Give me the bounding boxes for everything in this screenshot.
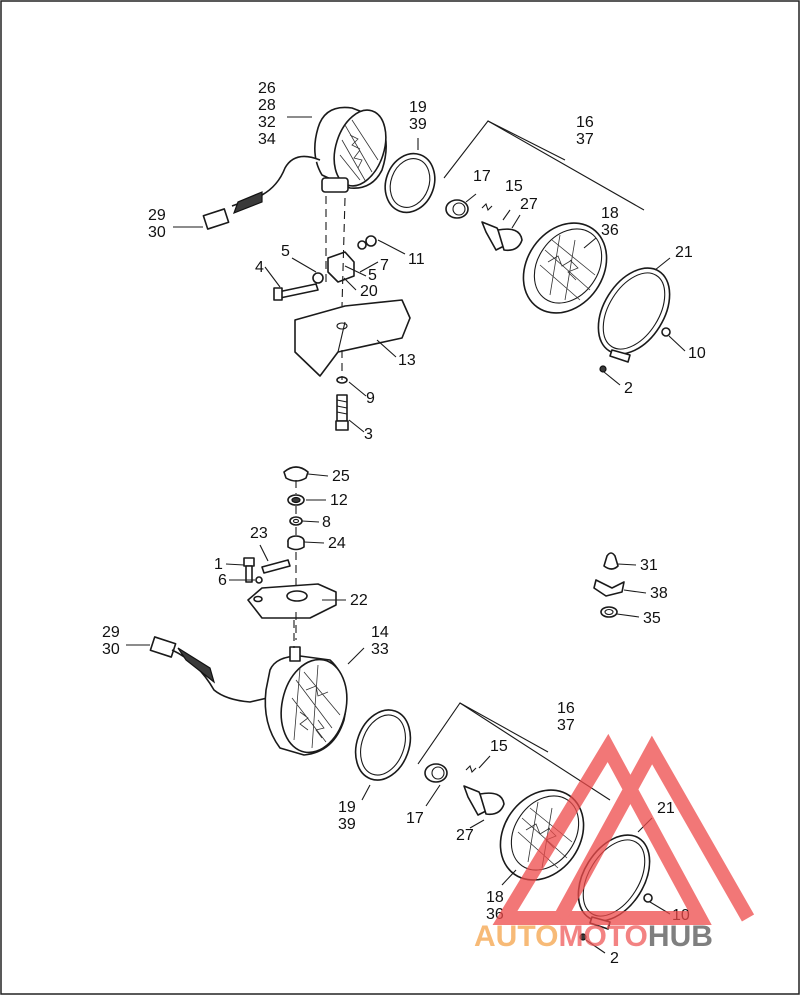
- callout-22: 22: [350, 592, 368, 609]
- callout-27-lower: 27: [456, 827, 474, 844]
- callout-13: 13: [398, 352, 416, 369]
- mount-stack-parts: [243, 466, 309, 584]
- callout-14: 14: [371, 624, 389, 641]
- callout-35: 35: [643, 610, 661, 627]
- callout-30-lower: 30: [102, 641, 120, 658]
- lower-socket: [424, 763, 448, 783]
- callout-5-right: 5: [368, 267, 377, 284]
- upper-bulb: [481, 202, 523, 252]
- middle-leader-lines: [225, 473, 647, 618]
- callout-26: 26: [258, 80, 276, 97]
- callout-34: 34: [258, 131, 276, 148]
- upper-leader-lines: [173, 116, 686, 433]
- callout-21-lower: 21: [657, 800, 675, 817]
- callout-2-lower: 2: [610, 950, 619, 967]
- callout-28: 28: [258, 97, 276, 114]
- lower-wiring-harness: [149, 636, 277, 703]
- callout-7: 7: [380, 257, 389, 274]
- callout-18-lower: 18: [486, 889, 504, 906]
- callout-11: 11: [408, 251, 425, 268]
- callout-3: 3: [364, 426, 373, 443]
- mount-pad: [247, 583, 337, 619]
- callout-15-lower: 15: [490, 738, 508, 755]
- callout-39-lower: 39: [338, 816, 356, 833]
- upper-small-hardware: [273, 235, 671, 373]
- callout-24: 24: [328, 535, 346, 552]
- callout-30-upper: 30: [148, 224, 166, 241]
- callout-18-upper: 18: [601, 205, 619, 222]
- callout-1: 1: [214, 556, 223, 573]
- callout-16-lower: 16: [557, 700, 575, 717]
- callout-21-upper: 21: [675, 244, 693, 261]
- callout-5-left: 5: [281, 243, 290, 260]
- upper-retaining-ring: [597, 267, 671, 363]
- upper-wiring-harness: [202, 155, 321, 230]
- callout-36-upper: 36: [601, 222, 619, 239]
- callout-labels: 26 28 32 34 19 39 16 37 17 15 27 18 36 2…: [102, 80, 706, 967]
- callout-10-upper: 10: [688, 345, 706, 362]
- callout-31: 31: [640, 557, 658, 574]
- callout-37-lower: 37: [557, 717, 575, 734]
- callout-19-upper: 19: [409, 99, 427, 116]
- lower-bulb: [463, 764, 505, 816]
- lower-lamp-housing: [264, 646, 348, 756]
- callout-37-upper: 37: [576, 131, 594, 148]
- callout-15-upper: 15: [505, 178, 523, 195]
- upper-lamp-housing: [314, 106, 387, 193]
- callout-32: 32: [258, 114, 276, 131]
- upper-bolt: [335, 376, 349, 431]
- upper-trim-ring: [384, 152, 436, 214]
- callout-17-lower: 17: [406, 810, 424, 827]
- upper-socket: [445, 199, 469, 219]
- callout-25: 25: [332, 468, 350, 485]
- callout-17-upper: 17: [473, 168, 491, 185]
- upper-lamp-unit: [522, 222, 608, 314]
- callout-8: 8: [322, 514, 331, 531]
- watermark: AUTOMOTOHUB: [474, 733, 755, 953]
- callout-39-upper: 39: [409, 116, 427, 133]
- watermark-text: AUTOMOTOHUB: [474, 920, 713, 953]
- callout-29-upper: 29: [148, 207, 166, 224]
- watermark-logo-triangles: [492, 733, 755, 925]
- callout-19-lower: 19: [338, 799, 356, 816]
- upper-assembly-line: [325, 196, 346, 380]
- callout-20: 20: [360, 283, 378, 300]
- lower-trim-ring: [354, 709, 412, 781]
- callout-12: 12: [330, 492, 348, 509]
- callout-29-lower: 29: [102, 624, 120, 641]
- right-small-parts: [593, 552, 625, 618]
- upper-mounting-bracket: [294, 299, 411, 377]
- callout-38: 38: [650, 585, 668, 602]
- callout-4: 4: [255, 259, 264, 276]
- callout-27-upper: 27: [520, 196, 538, 213]
- callout-2-upper: 2: [624, 380, 633, 397]
- callout-6: 6: [218, 572, 227, 589]
- callout-33: 33: [371, 641, 389, 658]
- callout-16-upper: 16: [576, 114, 594, 131]
- callout-23: 23: [250, 525, 268, 542]
- callout-9: 9: [366, 390, 375, 407]
